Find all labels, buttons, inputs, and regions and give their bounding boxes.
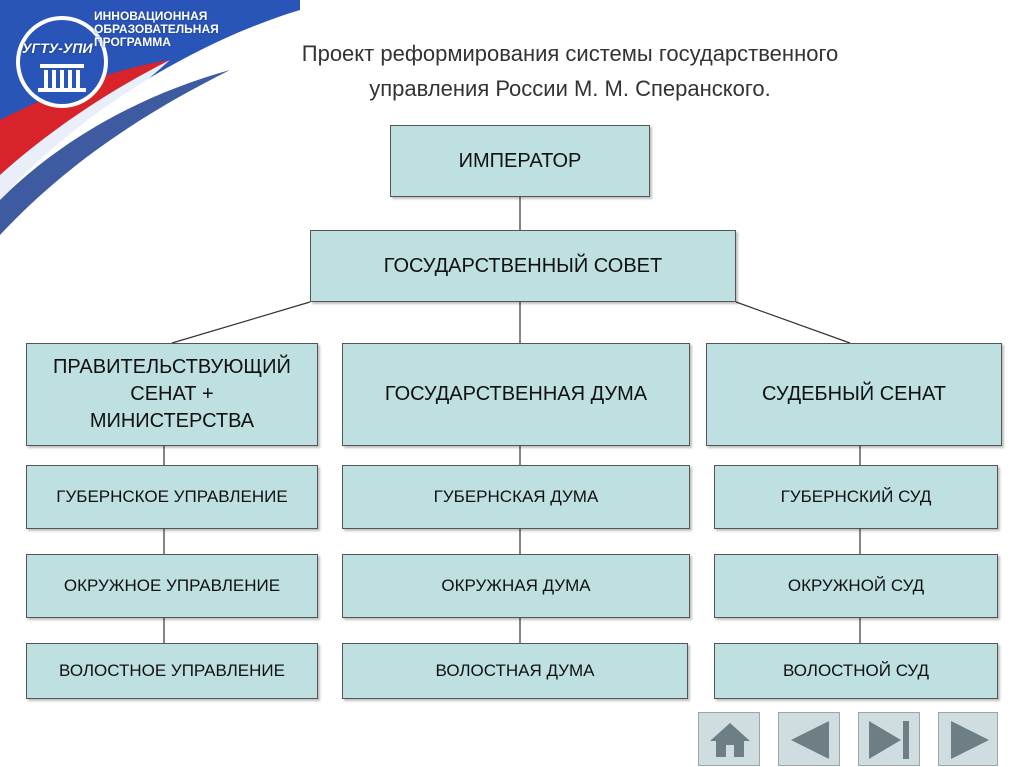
next-slide-button[interactable] <box>938 712 998 766</box>
branch-head-line: ГОСУДАРСТВЕННАЯ ДУМА <box>384 383 648 405</box>
title-line: управления России М. М. Сперанского. <box>369 76 771 101</box>
volost-court-box: ВОЛОСТНОЙ СУД <box>714 643 998 699</box>
brand-name: УГТУ-УПИ <box>22 40 93 56</box>
volost-duma-box: ВОЛОСТНАЯ ДУМА <box>342 643 688 699</box>
university-logo <box>16 16 108 108</box>
branch-head-line: ПРАВИТЕЛЬСТВУЮЩИЙ <box>53 356 291 378</box>
branch-head-line: МИНИСТЕРСТВА <box>89 410 255 432</box>
last-slide-button[interactable] <box>858 712 920 766</box>
page-title: Проект реформирования системы государств… <box>200 36 940 106</box>
program-label: ИННОВАЦИОННАЯ ОБРАЗОВАТЕЛЬНАЯ ПРОГРАММА <box>94 9 219 49</box>
title-line: Проект реформирования системы государств… <box>301 41 839 66</box>
district-administration-box: ОКРУЖНОЕ УПРАВЛЕНИЕ <box>26 554 318 618</box>
emperor-label: ИМПЕРАТОР <box>458 149 582 172</box>
district-duma-box: ОКРУЖНАЯ ДУМА <box>342 554 690 618</box>
senate-ministries-box: ПРАВИТЕЛЬСТВУЮЩИЙ СЕНАТ + МИНИСТЕРСТВА <box>26 343 318 446</box>
volost-administration-box: ВОЛОСТНОЕ УПРАВЛЕНИЕ <box>26 643 318 699</box>
judicial-senate-box: СУДЕБНЫЙ СЕНАТ <box>706 343 1002 446</box>
state-council-label: ГОСУДАРСТВЕННЫЙ СОВЕТ <box>383 254 663 277</box>
provincial-duma-box: ГУБЕРНСКАЯ ДУМА <box>342 465 690 529</box>
state-council-box: ГОСУДАРСТВЕННЫЙ СОВЕТ <box>310 230 736 302</box>
emperor-box: ИМПЕРАТОР <box>390 125 650 197</box>
district-court-box: ОКРУЖНОЙ СУД <box>714 554 998 618</box>
branch-head-line: СУДЕБНЫЙ СЕНАТ <box>762 383 946 405</box>
home-icon <box>710 723 750 757</box>
prev-slide-button[interactable] <box>778 712 840 766</box>
prev-icon <box>791 721 829 759</box>
state-duma-box: ГОСУДАРСТВЕННАЯ ДУМА <box>342 343 690 446</box>
end-icon <box>869 721 909 759</box>
provincial-court-box: ГУБЕРНСКИЙ СУД <box>714 465 998 529</box>
next-icon <box>951 721 989 759</box>
branch-head-line: СЕНАТ + <box>130 383 214 405</box>
provincial-administration-box: ГУБЕРНСКОЕ УПРАВЛЕНИЕ <box>26 465 318 529</box>
home-button[interactable] <box>698 712 760 766</box>
